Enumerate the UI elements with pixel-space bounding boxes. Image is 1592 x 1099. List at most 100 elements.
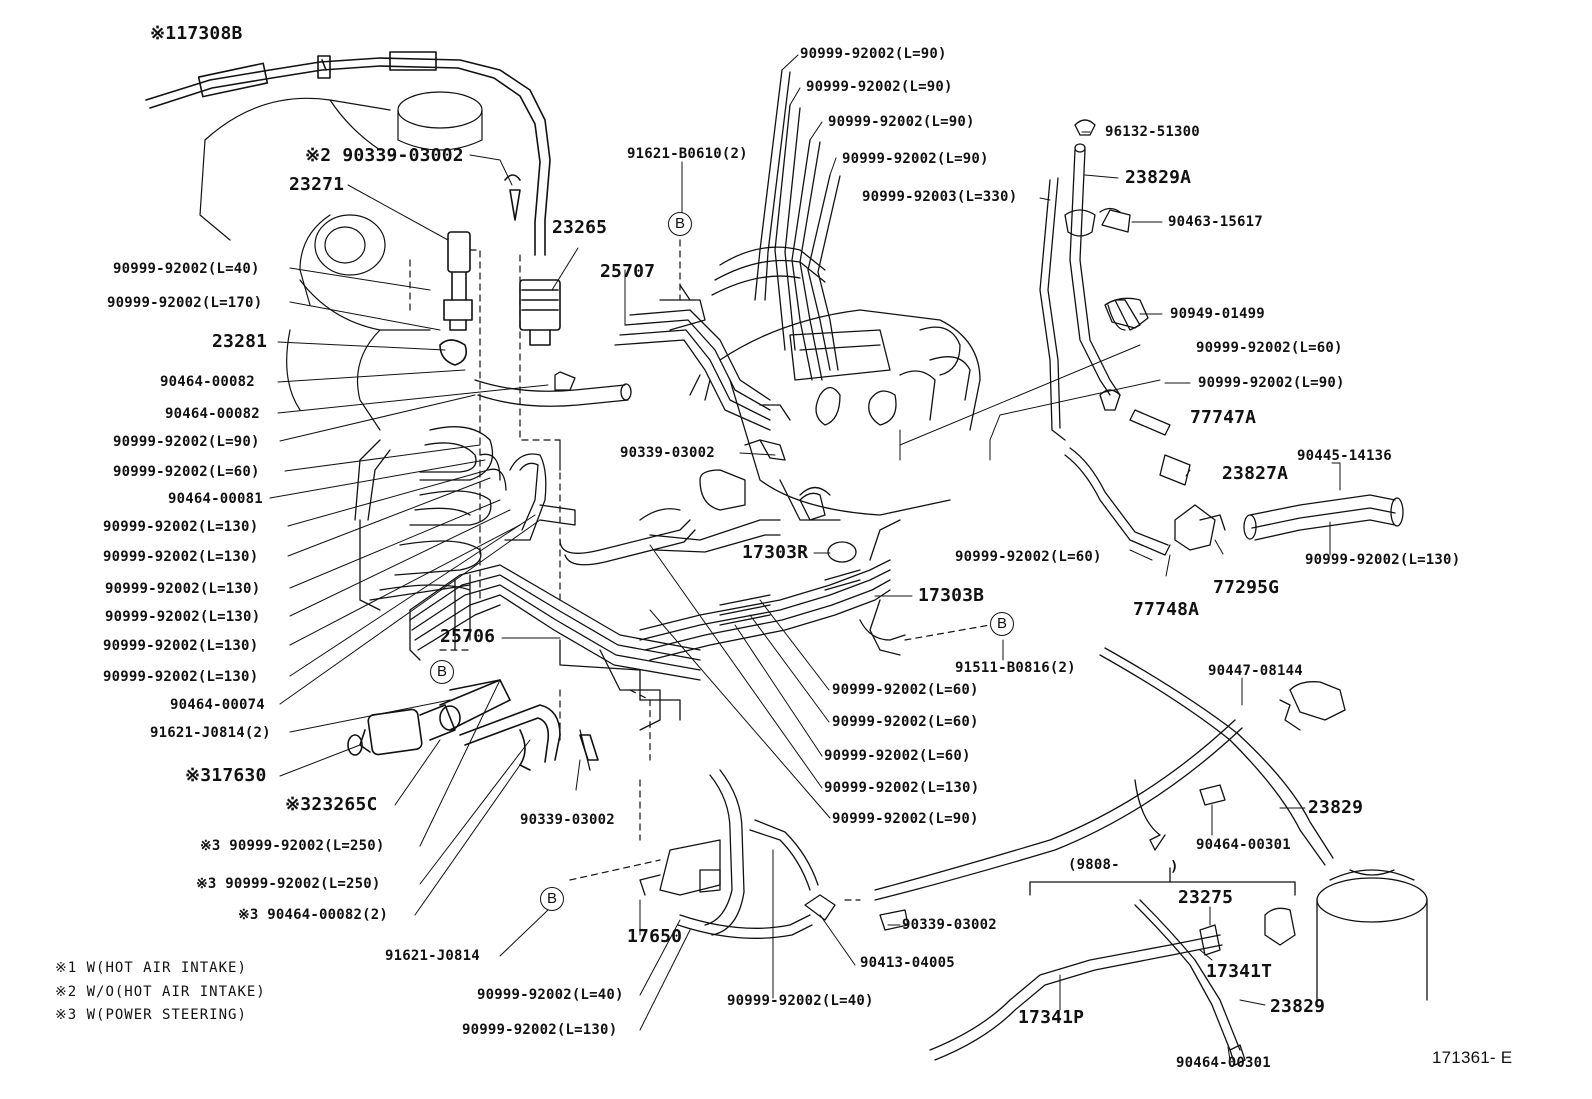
part-label: 90999-92002(L=90) xyxy=(806,79,953,95)
engine-block-center xyxy=(719,309,981,521)
part-label: 17303B xyxy=(918,585,985,606)
part-label: 90463-15617 xyxy=(1168,214,1263,230)
hose-17341 xyxy=(929,867,1296,1066)
part-label: 90464-00301 xyxy=(1176,1055,1271,1071)
part-label: 90445-14136 xyxy=(1297,448,1392,464)
part-label: 90464-00301 xyxy=(1196,837,1291,853)
sensors-left xyxy=(439,174,561,366)
part-label: 90999-92002(L=130) xyxy=(824,780,980,796)
part-label: 90999-92002(L=130) xyxy=(103,519,259,535)
ref-marker-b: B xyxy=(990,612,1014,636)
part-label: ※3 90464-00082(2) xyxy=(238,907,388,923)
part-label: 23829 xyxy=(1270,996,1326,1017)
vsv-17650 xyxy=(639,769,909,939)
part-label: 90999-92002(L=60) xyxy=(832,682,979,698)
part-label: ) xyxy=(1170,859,1179,875)
part-label: 23827A xyxy=(1222,463,1289,484)
hose-coils-left xyxy=(354,426,576,611)
hose-23829 xyxy=(874,647,1346,901)
part-label: 90464-00082 xyxy=(160,374,255,390)
part-label: ※2 90339-03002 xyxy=(305,145,464,166)
part-label: 90999-92002(L=90) xyxy=(1198,375,1345,391)
part-label: ※117308B xyxy=(150,23,243,44)
part-label: 23271 xyxy=(289,174,345,195)
leader-long xyxy=(899,344,1161,461)
part-label: 90999-92002(L=40) xyxy=(113,261,260,277)
clamps xyxy=(579,207,1149,771)
part-label: ※323265C xyxy=(285,794,378,815)
part-label: 90999-92002(L=60) xyxy=(824,748,971,764)
pipe-bundle-center-lower xyxy=(639,519,906,661)
part-label: 90413-04005 xyxy=(860,955,955,971)
part-label: 90447-08144 xyxy=(1208,663,1303,679)
part-label: 23265 xyxy=(552,217,608,238)
footnote: ※3 W(POWER STEERING) xyxy=(55,1007,247,1023)
part-label: 91621-B0610(2) xyxy=(627,146,748,162)
part-label: 90999-92002(L=60) xyxy=(1196,340,1343,356)
part-label: 90339-03002 xyxy=(620,445,715,461)
part-label: 90999-92002(L=130) xyxy=(103,549,259,565)
part-label: 90999-92002(L=130) xyxy=(103,638,259,654)
top-hoses xyxy=(711,69,841,381)
part-label: 90999-92002(L=60) xyxy=(832,714,979,730)
air-hose-top xyxy=(145,51,551,256)
part-label: 91621-J0814(2) xyxy=(150,725,271,741)
part-label: 17650 xyxy=(627,926,683,947)
part-label: 91511-B0816(2) xyxy=(955,660,1076,676)
part-label: 23275 xyxy=(1178,887,1234,908)
part-label: ※3 90999-92002(L=250) xyxy=(200,838,385,854)
charcoal-canister xyxy=(1316,869,1428,1001)
part-label: 90464-00074 xyxy=(170,697,265,713)
dashed-guides-left xyxy=(409,239,991,901)
ref-marker-b: B xyxy=(430,660,454,684)
part-label: 23829A xyxy=(1125,167,1192,188)
part-label: 17341T xyxy=(1206,961,1273,982)
part-label: 90999-92002(L=130) xyxy=(105,609,261,625)
part-label: 23829 xyxy=(1308,797,1364,818)
part-label: 90999-92002(L=90) xyxy=(800,46,947,62)
figure-id: 171361- E xyxy=(1432,1048,1513,1067)
part-label: 17341P xyxy=(1018,1007,1085,1028)
pipe-bundle-25707 xyxy=(614,284,771,431)
part-label: 90999-92002(L=40) xyxy=(727,993,874,1009)
center-hoses xyxy=(474,371,826,566)
part-label: ※3 90999-92002(L=250) xyxy=(196,876,381,892)
part-label: 90999-92002(L=40) xyxy=(477,987,624,1003)
part-label: 90999-92002(L=170) xyxy=(107,295,263,311)
part-label: 23281 xyxy=(212,331,268,352)
part-label: 91621-J0814 xyxy=(385,948,480,964)
hose-23829a xyxy=(1039,119,1404,556)
part-label: 90999-92002(L=130) xyxy=(1305,552,1461,568)
footnote: ※1 W(HOT AIR INTAKE) xyxy=(55,960,247,976)
part-label: 90999-92002(L=130) xyxy=(105,581,261,597)
part-label: 25707 xyxy=(600,261,656,282)
part-label: 96132-51300 xyxy=(1105,124,1200,140)
part-label: 90999-92002(L=130) xyxy=(103,669,259,685)
leader-lines xyxy=(269,54,1341,1061)
pipe-bundle-25706 xyxy=(409,564,701,731)
part-label: 90999-92002(L=60) xyxy=(113,464,260,480)
part-label: 90999-92002(L=130) xyxy=(462,1022,618,1038)
part-label: 90999-92002(L=90) xyxy=(828,114,975,130)
part-label: (9808- xyxy=(1068,857,1120,873)
part-label: 90464-00082 xyxy=(165,406,260,422)
footnote: ※2 W/O(HOT AIR INTAKE) xyxy=(55,984,266,1000)
part-label: ※317630 xyxy=(185,765,267,786)
part-label: 77747A xyxy=(1190,407,1257,428)
part-label: 90339-03002 xyxy=(902,917,997,933)
part-label: 17303R xyxy=(742,542,809,563)
part-label: 90999-92002(L=60) xyxy=(955,549,1102,565)
part-label: 25706 xyxy=(440,626,496,647)
engine-outline-left xyxy=(199,91,483,431)
part-label: 90464-00081 xyxy=(168,491,263,507)
part-label: 90999-92002(L=90) xyxy=(842,151,989,167)
part-label: 90949-01499 xyxy=(1170,306,1265,322)
part-label: 77295G xyxy=(1213,577,1280,598)
part-label: 90999-92003(L=330) xyxy=(862,189,1018,205)
ref-marker-b: B xyxy=(668,212,692,236)
part-label: 90339-03002 xyxy=(520,812,615,828)
part-label: 90999-92002(L=90) xyxy=(832,811,979,827)
ref-marker-b: B xyxy=(540,887,564,911)
